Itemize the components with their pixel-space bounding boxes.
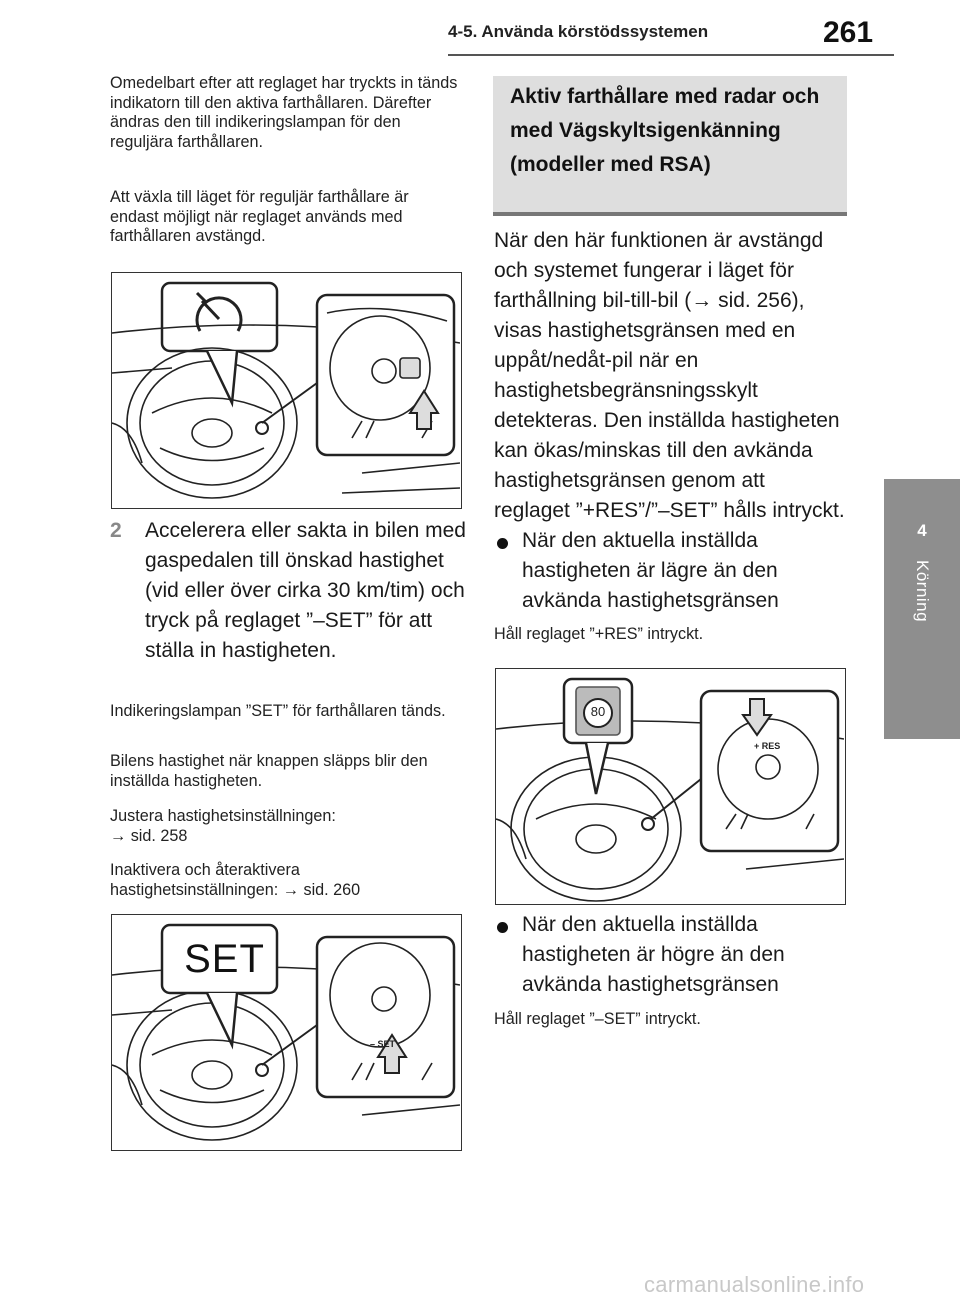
bullet-2-note: Håll reglaget ”–SET” intryckt. xyxy=(494,1010,701,1028)
note-1: Indikeringslampan ”SET” för farthållaren… xyxy=(110,702,446,720)
res-button-label: + RES xyxy=(754,741,781,751)
set-callout-label: SET xyxy=(184,937,265,981)
intro-paragraph-2: Att växla till läget för reguljär farthå… xyxy=(110,188,409,245)
section-heading-box xyxy=(493,76,847,216)
bullet-1-note: Håll reglaget ”+RES” intryckt. xyxy=(494,625,704,643)
figure-res-switch: 80 + RES xyxy=(495,668,846,905)
step-2: 2 Accelerera eller sakta in bilen med ga… xyxy=(110,516,466,666)
bullet-higher-speed: När den aktuella inställda hastigheten ä… xyxy=(497,910,847,1000)
set-button-label: – SET xyxy=(370,1039,396,1049)
page-reference: sid. 260 xyxy=(303,880,361,899)
note-3: Justera hastighetsinställningen:→ sid. 2… xyxy=(110,807,336,845)
watermark: carmanualsonline.info xyxy=(644,1272,865,1297)
bullet-icon xyxy=(497,922,508,933)
figure-cruise-indicator xyxy=(111,272,462,509)
step-2-text: Accelerera eller sakta in bilen med gasp… xyxy=(145,519,466,662)
page-reference: sid. 256 xyxy=(718,289,792,312)
page-reference: sid. 258 xyxy=(130,826,188,845)
arrow-right-icon: → xyxy=(691,289,713,312)
bullet-lower-speed: När den aktuella inställda hastigheten ä… xyxy=(497,526,847,616)
page-number: 261 xyxy=(823,16,874,49)
header-rule xyxy=(448,54,894,56)
chapter-label: Körning xyxy=(913,560,932,623)
note-4: Inaktivera och återaktivera hastighetsin… xyxy=(110,861,361,899)
intro-paragraph-1: Omedelbart efter att reglaget har tryckt… xyxy=(110,74,458,151)
arrow-right-icon: → xyxy=(110,826,127,845)
arrow-right-icon: → xyxy=(282,880,299,899)
section-title: Aktiv farthållare med radar och med Vägs… xyxy=(510,85,820,176)
chapter-tab xyxy=(884,479,960,739)
figure-set-switch: SET – SET xyxy=(111,914,462,1151)
bullet-icon xyxy=(497,538,508,549)
chapter-number: 4 xyxy=(917,521,927,540)
section-body: När den här funktionen är avstängd och s… xyxy=(494,229,845,522)
step-number: 2 xyxy=(110,519,122,542)
speed-limit-sign-label: 80 xyxy=(590,704,606,719)
note-2: Bilens hastighet när knappen släpps blir… xyxy=(110,752,428,790)
running-header: 4-5. Använda körstödssystemen xyxy=(448,22,709,41)
